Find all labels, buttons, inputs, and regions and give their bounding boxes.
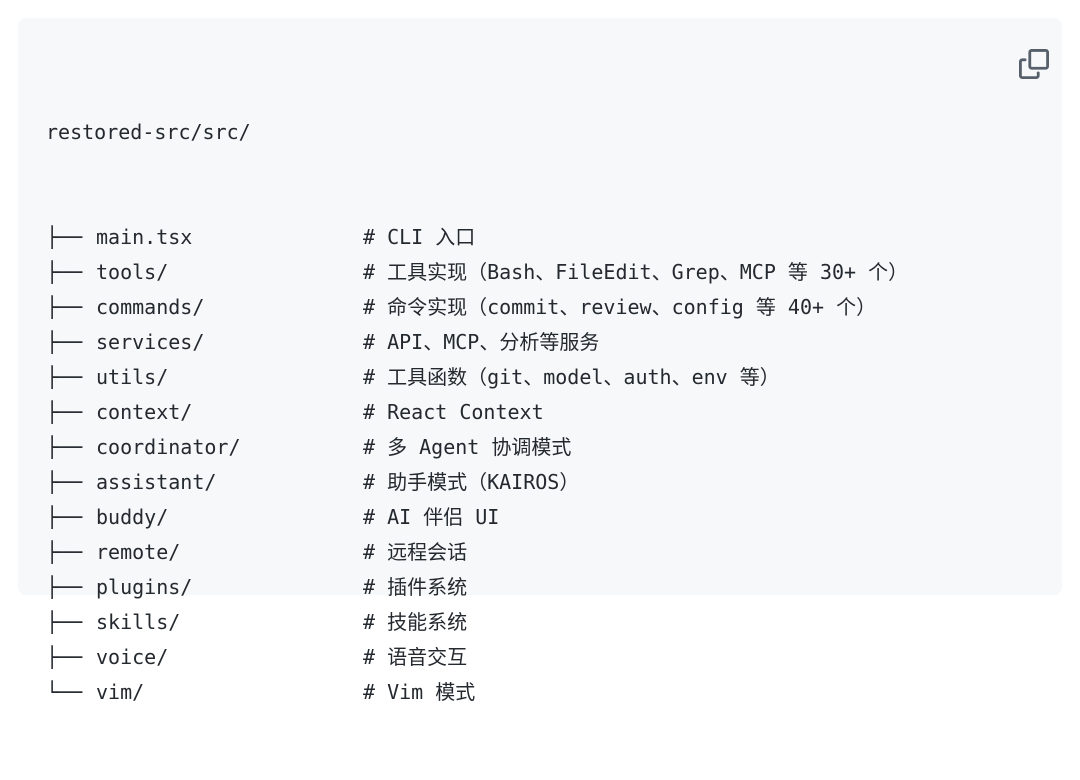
tree-row: ├──commands/# 命令实现（commit、review、config … xyxy=(46,290,1012,325)
entry-name: voice/ xyxy=(96,640,363,675)
tree-branch-glyph: ├── xyxy=(46,605,96,640)
entry-comment: # CLI 入口 xyxy=(363,220,475,255)
entry-comment: # 远程会话 xyxy=(363,535,467,570)
entry-name: services/ xyxy=(96,325,363,360)
tree-root-path: restored-src/src/ xyxy=(46,115,1012,150)
page: { "code_block": { "colors": { "page_back… xyxy=(0,0,1080,595)
tree-branch-glyph: └── xyxy=(46,675,96,710)
entry-comment: # 工具实现（Bash、FileEdit、Grep、MCP 等 30+ 个） xyxy=(363,255,908,290)
entry-name: buddy/ xyxy=(96,500,363,535)
entry-name: main.tsx xyxy=(96,220,363,255)
tree-row: ├──tools/# 工具实现（Bash、FileEdit、Grep、MCP 等… xyxy=(46,255,1012,290)
tree-branch-glyph: ├── xyxy=(46,500,96,535)
tree-row: ├──utils/# 工具函数（git、model、auth、env 等） xyxy=(46,360,1012,395)
tree-row: ├──coordinator/# 多 Agent 协调模式 xyxy=(46,430,1012,465)
entry-name: utils/ xyxy=(96,360,363,395)
tree-row: ├──plugins/# 插件系统 xyxy=(46,570,1012,605)
tree-branch-glyph: ├── xyxy=(46,220,96,255)
tree-row: ├──skills/# 技能系统 xyxy=(46,605,1012,640)
tree-branch-glyph: ├── xyxy=(46,535,96,570)
entry-name: assistant/ xyxy=(96,465,363,500)
entry-comment: # 工具函数（git、model、auth、env 等） xyxy=(363,360,780,395)
tree-row: ├──main.tsx# CLI 入口 xyxy=(46,220,1012,255)
tree-row: ├──remote/# 远程会话 xyxy=(46,535,1012,570)
entry-comment: # Vim 模式 xyxy=(363,675,475,710)
entry-name: plugins/ xyxy=(96,570,363,605)
code-block: restored-src/src/ ├──main.tsx# CLI 入口├──… xyxy=(18,18,1062,595)
copy-button[interactable] xyxy=(1014,44,1054,84)
entry-name: tools/ xyxy=(96,255,363,290)
tree-branch-glyph: ├── xyxy=(46,360,96,395)
tree-row: ├──context/# React Context xyxy=(46,395,1012,430)
entry-name: vim/ xyxy=(96,675,363,710)
tree-branch-glyph: ├── xyxy=(46,570,96,605)
tree-branch-glyph: ├── xyxy=(46,465,96,500)
tree-branch-glyph: ├── xyxy=(46,430,96,465)
entry-comment: # 命令实现（commit、review、config 等 40+ 个） xyxy=(363,290,876,325)
entry-comment: # API、MCP、分析等服务 xyxy=(363,325,599,360)
tree-branch-glyph: ├── xyxy=(46,290,96,325)
tree-row: └──vim/# Vim 模式 xyxy=(46,675,1012,710)
tree-row: ├──services/# API、MCP、分析等服务 xyxy=(46,325,1012,360)
entry-name: context/ xyxy=(96,395,363,430)
entry-name: commands/ xyxy=(96,290,363,325)
entry-comment: # 助手模式（KAIROS） xyxy=(363,465,579,500)
copy-icon xyxy=(1019,49,1049,79)
entry-comment: # 多 Agent 协调模式 xyxy=(363,430,571,465)
entry-comment: # React Context xyxy=(363,395,544,430)
tree-branch-glyph: ├── xyxy=(46,255,96,290)
tree-branch-glyph: ├── xyxy=(46,395,96,430)
tree-row: ├──voice/# 语音交互 xyxy=(46,640,1012,675)
entry-name: skills/ xyxy=(96,605,363,640)
tree-branch-glyph: ├── xyxy=(46,640,96,675)
entry-comment: # 技能系统 xyxy=(363,605,467,640)
entry-comment: # 插件系统 xyxy=(363,570,467,605)
tree-branch-glyph: ├── xyxy=(46,325,96,360)
tree-row: ├──buddy/# AI 伴侣 UI xyxy=(46,500,1012,535)
file-tree: restored-src/src/ ├──main.tsx# CLI 入口├──… xyxy=(46,45,1012,780)
tree-rows: ├──main.tsx# CLI 入口├──tools/# 工具实现（Bash、… xyxy=(46,220,1012,710)
entry-name: remote/ xyxy=(96,535,363,570)
tree-row: ├──assistant/# 助手模式（KAIROS） xyxy=(46,465,1012,500)
entry-comment: # 语音交互 xyxy=(363,640,467,675)
entry-comment: # AI 伴侣 UI xyxy=(363,500,499,535)
entry-name: coordinator/ xyxy=(96,430,363,465)
